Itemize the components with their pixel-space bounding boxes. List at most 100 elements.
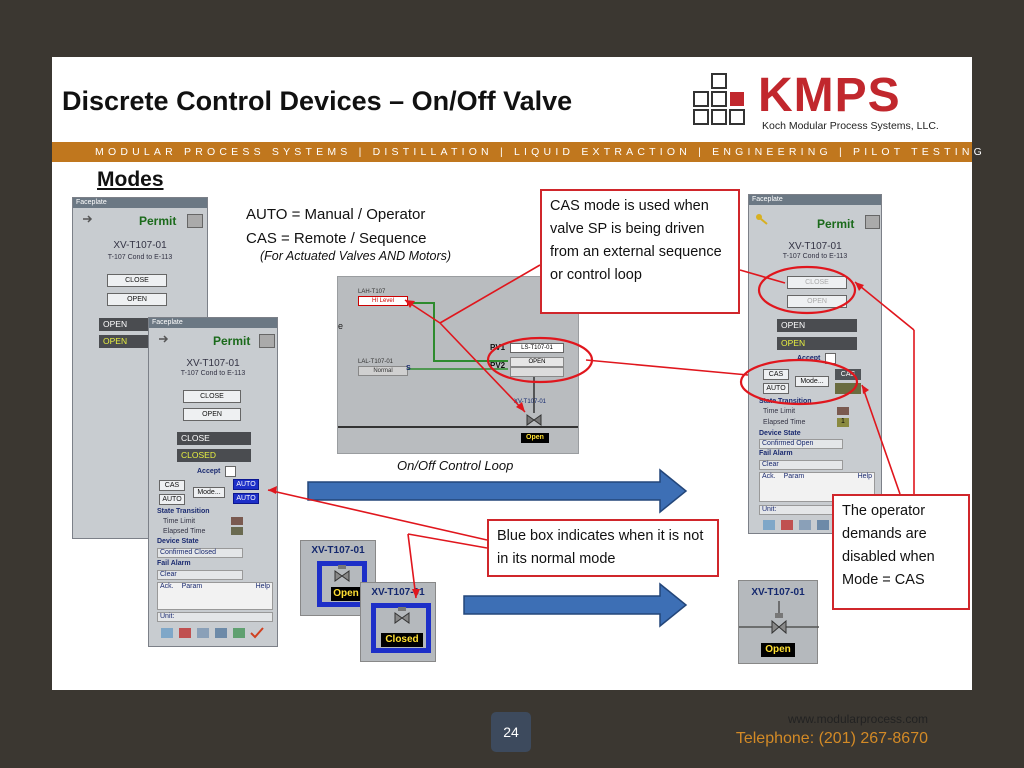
logo-name: KMPS [758, 69, 901, 122]
valve-closed-cas: XV-T107-01 Closed [360, 582, 436, 662]
cas-button[interactable]: CAS [159, 480, 185, 491]
mode-button[interactable]: Mode... [193, 487, 225, 498]
device-state-label: Device State [157, 538, 199, 545]
close-button[interactable]: CLOSE [183, 390, 241, 403]
fail-alarm-label: Fail Alarm [759, 450, 793, 457]
valve-icon [771, 613, 787, 635]
elapsed-time-label: Elapsed Time [163, 528, 206, 535]
device-state-value: Confirmed Open [759, 439, 843, 449]
permit-label: Permit [817, 217, 855, 231]
faceplate-header: Faceplate [73, 198, 207, 208]
faceplate-front: Faceplate Permit XV-T107-01 T-107 Cond t… [148, 317, 278, 647]
website-url[interactable]: www.modularprocess.com [787, 712, 928, 726]
faceplate-cas: Faceplate Permit XV-T107-01 T-107 Cond t… [748, 194, 882, 534]
auto-button[interactable]: AUTO [763, 383, 789, 394]
slide-title: Discrete Control Devices – On/Off Valve [62, 86, 573, 116]
loop-caption: On/Off Control Loop [397, 458, 514, 473]
valve-icon [334, 565, 350, 582]
alarm-icon [179, 628, 191, 638]
open-button[interactable]: OPEN [183, 408, 241, 421]
cas-button[interactable]: CAS [763, 369, 789, 380]
valve-state: Closed [381, 633, 423, 647]
help-column: Help [857, 473, 872, 480]
device-tag: XV-T107-01 [788, 241, 842, 252]
device-desc: T-107 Cond to E-113 [107, 254, 173, 261]
pin-icon [83, 215, 93, 223]
close-button[interactable]: CLOSE [107, 274, 167, 287]
trend-icon [161, 628, 173, 638]
pin-icon [159, 335, 169, 343]
cas-note: (For Actuated Valves AND Motors) [260, 249, 452, 263]
key-icon [756, 214, 768, 225]
arrow-bottom [463, 582, 688, 628]
permit-label: Permit [139, 214, 177, 228]
permit-label: Permit [213, 334, 251, 348]
check-icon [250, 627, 264, 639]
auto-definition: AUTO = Manual / Operator [246, 206, 426, 223]
close-icon[interactable] [865, 215, 880, 229]
fail-alarm-label: Fail Alarm [157, 560, 191, 567]
pv2-label: PV2 [490, 361, 506, 370]
auto-mode-indicator: AUTO [233, 479, 259, 490]
param-column: Param [783, 473, 805, 480]
fail-alarm-value: Clear [157, 570, 243, 580]
elapsed-time-field [231, 527, 243, 535]
mode-button[interactable]: Mode... [795, 376, 829, 387]
page-number: 24 [491, 712, 531, 752]
close-button-disabled[interactable]: CLOSE [787, 276, 847, 289]
telephone: Telephone: (201) 267-8670 [735, 730, 928, 747]
s-label: S [406, 365, 411, 372]
cas-definition: CAS = Remote / Sequence [246, 230, 427, 247]
tagline-bar: MODULAR PROCESS SYSTEMS | DISTILLATION |… [52, 142, 982, 162]
open-indicator: OPEN [510, 357, 564, 367]
help-column: Help [255, 583, 270, 590]
faceplate-header: Faceplate [749, 195, 881, 205]
close-icon[interactable] [259, 334, 275, 348]
arrow-top [307, 468, 688, 514]
mode-indicator-2 [835, 383, 861, 394]
ack-column: Ack. [762, 473, 776, 480]
valve-open-normal: XV-T107-01 Open [738, 580, 819, 664]
chart-icon [197, 628, 209, 638]
normal-status: Normal [358, 366, 408, 376]
auto-button[interactable]: AUTO [159, 494, 185, 505]
open-button[interactable]: OPEN [107, 293, 167, 306]
state-close-bar: CLOSE [177, 432, 251, 445]
logo-subtitle: Koch Modular Process Systems, LLC. [762, 120, 939, 132]
pv2-indicator [510, 367, 564, 377]
callout-blue-box: Blue box indicates when it is not in its… [487, 519, 719, 577]
toolbar-icons [159, 626, 271, 640]
time-limit-label: Time Limit [763, 408, 796, 415]
grid-logo-icon [693, 73, 745, 125]
state-open-bar: OPEN [777, 319, 857, 332]
elapsed-time-label: Elapsed Time [763, 419, 806, 426]
state-transition-label: State Transition [157, 508, 210, 515]
edge-label: e [338, 321, 344, 331]
fail-alarm-value: Clear [759, 460, 843, 470]
param-column: Param [181, 583, 203, 590]
valve-tag: XV-T107-01 [311, 545, 365, 556]
unit-field: Unit: [157, 612, 273, 622]
callout-cas-explanation: CAS mode is used when valve SP is being … [540, 189, 740, 314]
state-transition-label: State Transition [759, 398, 812, 405]
ack-column: Ack. [160, 583, 174, 590]
time-limit-field [231, 517, 243, 525]
state-open-active-bar: OPEN [777, 337, 857, 350]
accept-label: Accept [197, 468, 221, 475]
accept-checkbox[interactable] [225, 466, 236, 477]
state-open-active-bar: OPEN [99, 335, 161, 348]
valve-open-state: Open [521, 433, 549, 443]
open-button-disabled[interactable]: OPEN [787, 295, 847, 308]
cas-mode-box [371, 603, 431, 653]
elapsed-time-value: 1 [837, 418, 849, 427]
auto-mode-indicator-2: AUTO [233, 493, 259, 504]
close-icon[interactable] [187, 214, 203, 228]
device-desc: T-107 Cond to E-113 [782, 253, 848, 260]
tune-icon [233, 628, 245, 638]
valve-tag: XV-T107-01 [751, 587, 805, 598]
state-open-bar: OPEN [99, 318, 161, 331]
time-limit-field [837, 407, 849, 415]
lah-tag: LAH-T107 [358, 289, 386, 295]
device-state-label: Device State [759, 430, 801, 437]
